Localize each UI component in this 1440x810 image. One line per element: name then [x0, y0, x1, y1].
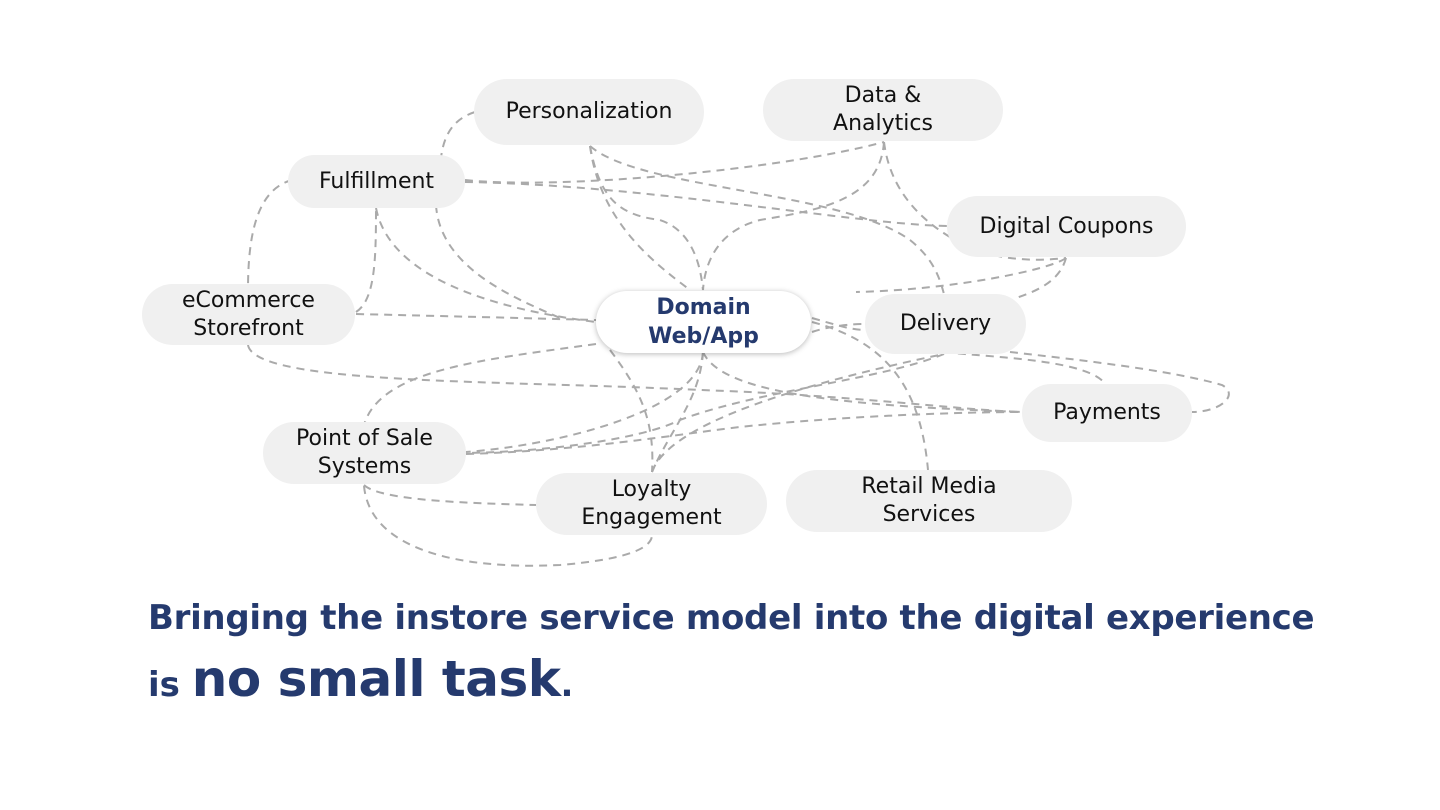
node-loyalty-engagement: Loyalty Engagement: [536, 473, 767, 535]
connector-domain-payments: [702, 351, 1023, 413]
connector-coupons-delivery-a: [855, 257, 1067, 293]
node-fulfillment-label: Fulfillment: [318, 168, 435, 194]
connector-ecommerce-domain: [355, 313, 597, 321]
connector-personalization-delivery: [589, 145, 945, 295]
tagline-line-2: is no small task.: [148, 650, 573, 708]
node-personalization-label: Personalization: [505, 99, 673, 124]
node-ecommerce-storefront-label: eCommerce Storefront: [182, 287, 315, 341]
connector-delivery-payments: [943, 351, 1107, 386]
node-domain-web-app: Domain Web/App: [596, 291, 811, 353]
node-ecommerce-storefront: eCommerce Storefront: [142, 284, 355, 345]
node-payments: Payments: [1022, 384, 1192, 442]
node-loyalty-engagement-label: Loyalty Engagement: [581, 477, 722, 530]
connector-pos-loyalty-loop: [363, 485, 653, 567]
connector-fulfillment-data: [464, 141, 885, 184]
tagline-emphasis: no small task: [191, 650, 561, 708]
node-fulfillment: Fulfillment: [288, 155, 465, 208]
connector-personalization-domain-a: [589, 145, 691, 291]
connector-domain-retail: [811, 321, 929, 471]
node-retail-media-label: Retail Media Services: [861, 474, 997, 527]
tagline-line-1: Bringing the instore service model into …: [148, 598, 1315, 638]
node-data-analytics-label: Data & Analytics: [833, 83, 933, 136]
connector-pos-loyalty: [363, 484, 537, 506]
connector-fulfillment-coupons: [464, 181, 949, 227]
tagline-prefix: is: [148, 665, 192, 705]
connector-domain-loyalty-a: [609, 349, 654, 473]
connector-domain-delivery-b: [811, 317, 867, 331]
connector-fulfillment-domain-b: [435, 204, 561, 319]
connector-payments-loop: [1009, 351, 1230, 413]
connector-pos-payments: [465, 411, 1023, 455]
connector-fulfillment-domain-a: [375, 207, 597, 323]
connector-domain-pos-b: [465, 351, 704, 453]
connector-ecommerce-fulfillment-2: [355, 207, 377, 313]
node-delivery-label: Delivery: [899, 311, 992, 336]
node-point-of-sale: Point of Sale Systems: [263, 422, 466, 484]
node-data-analytics: Data & Analytics: [763, 79, 1003, 141]
connector-ecommerce-payments: [247, 344, 1023, 413]
node-retail-media: Retail Media Services: [786, 470, 1072, 532]
node-personalization: Personalization: [474, 79, 704, 145]
node-payments-label: Payments: [1053, 400, 1161, 425]
tagline-suffix: .: [560, 665, 574, 705]
connector-loyalty-delivery: [651, 353, 945, 473]
node-point-of-sale-label: Point of Sale Systems: [296, 426, 433, 479]
connector-domain-pos-a: [363, 343, 597, 426]
node-digital-coupons: Digital Coupons: [947, 196, 1186, 257]
connector-personalization-domain-b: [589, 145, 704, 291]
connector-personalization-fulfillment: [439, 111, 476, 176]
connector-domain-loyalty-b: [651, 351, 704, 473]
connector-fulfillment-ecommerce: [247, 179, 293, 291]
connector-data-domain: [702, 141, 885, 291]
connector-coupons-delivery-b: [1015, 257, 1067, 299]
node-delivery: Delivery: [865, 294, 1026, 354]
node-digital-coupons-label: Digital Coupons: [979, 213, 1154, 239]
node-domain-web-app-label: Domain Web/App: [648, 295, 759, 349]
